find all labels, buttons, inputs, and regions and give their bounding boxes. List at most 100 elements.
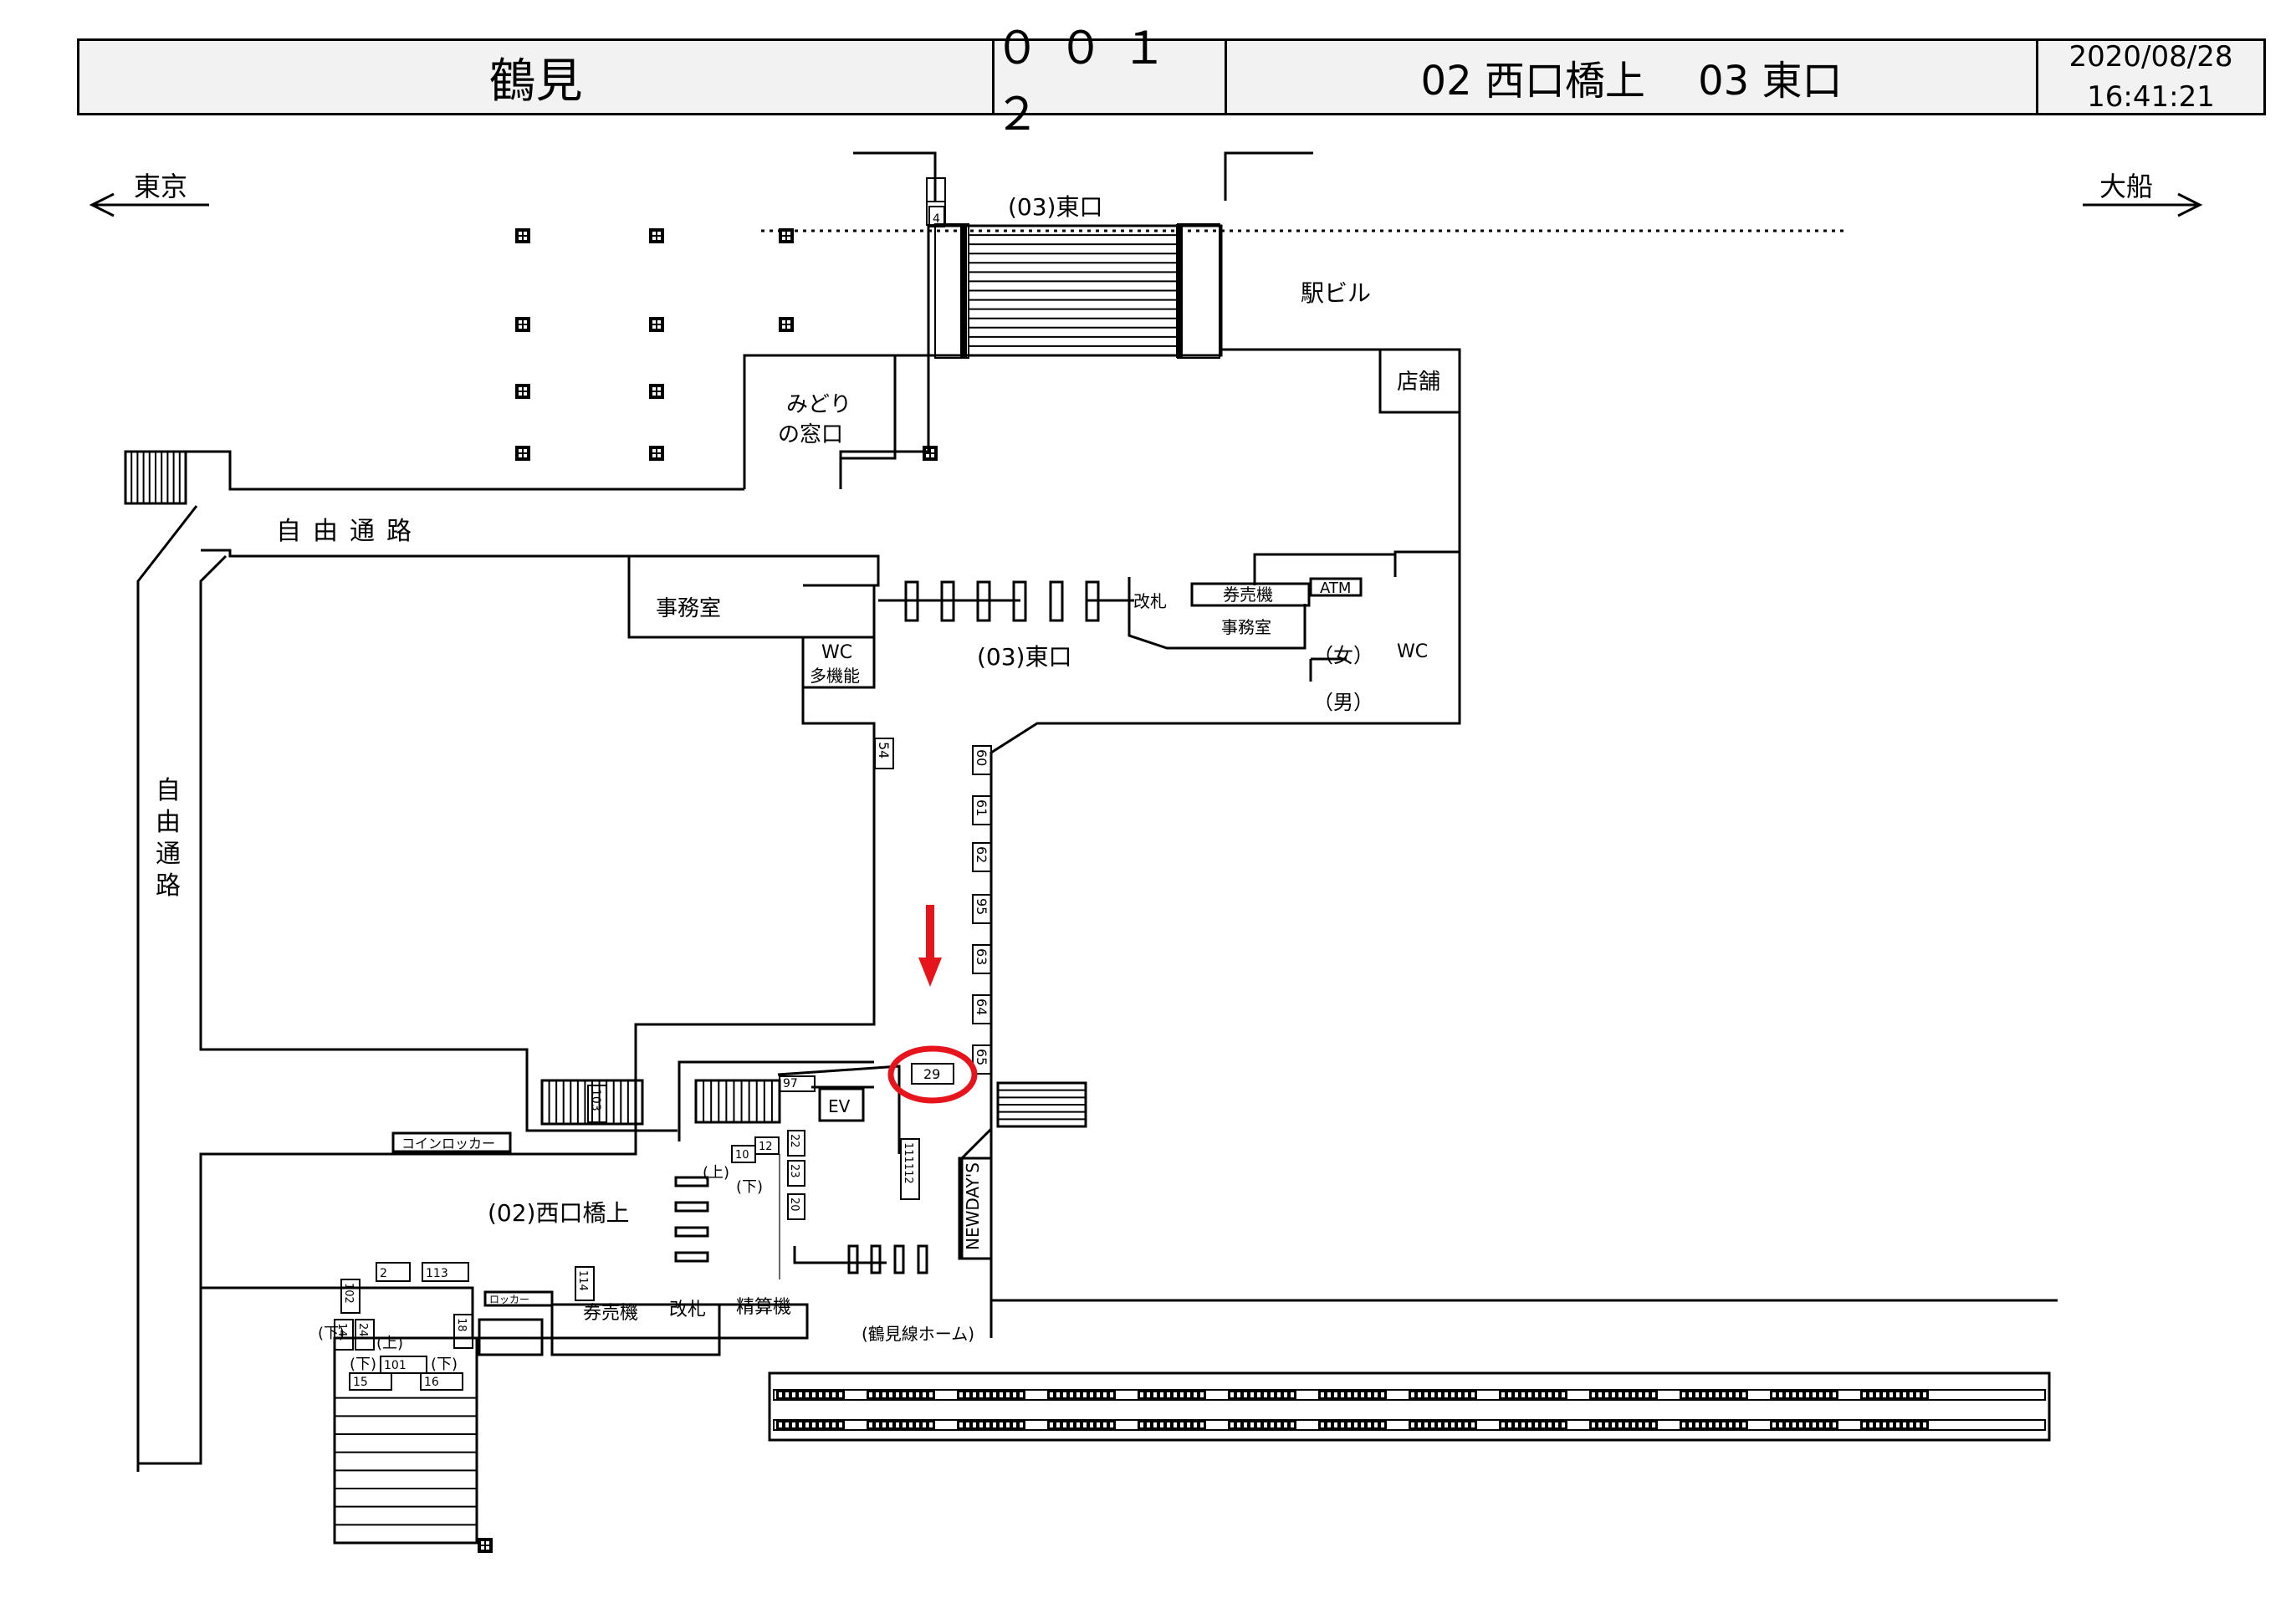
west-tickets-label: 券売機 [583, 1303, 638, 1324]
wc-multi-box [801, 636, 876, 689]
number-label: 10 [735, 1149, 749, 1162]
newdays-label: NEWDAY'S [963, 1162, 983, 1250]
platform-marker [1047, 1420, 1116, 1430]
number-label: 18 [455, 1318, 468, 1332]
number-box: 114 [575, 1266, 595, 1301]
number-box: 14 [334, 1319, 354, 1351]
number-label: 95 [974, 898, 989, 915]
west-gate-label: 改札 [669, 1300, 706, 1320]
east-office-label: 事務室 [1221, 617, 1271, 637]
svg-text:自: 自 [156, 776, 181, 805]
pillar [923, 446, 938, 461]
platform-marker [1409, 1390, 1477, 1400]
pillar [649, 384, 664, 399]
number-label: 23 [788, 1164, 800, 1178]
number-label: 97 [783, 1077, 798, 1090]
pillar [649, 446, 664, 461]
date: 2020/08/28 [2068, 40, 2233, 74]
number-label: 62 [974, 846, 989, 863]
ticket-gate [904, 580, 919, 622]
office-label: 事務室 [656, 596, 721, 621]
ticket-gate [1049, 580, 1064, 622]
svg-text:路: 路 [156, 871, 181, 901]
ticket-gate [847, 1244, 859, 1274]
fare-adjust-label: 精算機 [736, 1297, 791, 1318]
number-label: 16 [424, 1376, 439, 1389]
platform-marker [867, 1390, 935, 1400]
direction-tokyo-label: 東京 [134, 171, 187, 202]
pillar [515, 228, 530, 243]
time: 16:41:21 [2087, 80, 2215, 114]
number-label: 113 [426, 1267, 448, 1280]
number-label: 54 [876, 742, 892, 758]
number-box: 2 [376, 1262, 411, 1282]
west-lower-block: 券売機 改札 精算機 ロッカー (鶴見線ホーム) [138, 1286, 974, 1545]
svg-text:(下): (下) [318, 1325, 345, 1342]
platform-marker [1499, 1420, 1567, 1430]
number-label: 4 [933, 212, 940, 226]
direction-ofuna-label: 大船 [2099, 171, 2153, 202]
free-passage-h-label: 自由通路 [276, 517, 423, 546]
pillar [649, 317, 664, 332]
wc-multi-sublabel: 多機能 [810, 666, 860, 686]
pillar [515, 384, 530, 399]
east-exit-mid-label: (03)東口 [977, 643, 1071, 671]
coin-locker-box [391, 1131, 512, 1153]
number-label: 24 [356, 1323, 369, 1337]
pillars [478, 228, 938, 1553]
platform-marker [1318, 1420, 1387, 1430]
platform-marker [1409, 1420, 1477, 1430]
wc-east-label: WC [1397, 641, 1428, 662]
number-label: 20 [788, 1198, 800, 1212]
platform-marker [1680, 1420, 1748, 1430]
ticket-gate [674, 1226, 709, 1238]
number-box: 10 [731, 1145, 756, 1163]
east-tickets-label: 券売機 [1223, 585, 1273, 605]
ticket-gate [1085, 580, 1100, 622]
number-label: 15 [353, 1376, 368, 1389]
east-exit-top-label: (03)東口 [1008, 193, 1102, 221]
ev-label: EV [828, 1096, 851, 1116]
platform-marker [1860, 1390, 1929, 1400]
station-building-label: 駅ビル [1301, 279, 1371, 307]
number-label: 65 [974, 1049, 989, 1065]
number-box: 54 [874, 738, 894, 769]
shop-label: 店舗 [1397, 370, 1440, 395]
newdays-box [958, 1157, 993, 1260]
west-ticket-gates [674, 1176, 709, 1263]
platform-marker [1138, 1420, 1206, 1430]
number-box: 97 [779, 1075, 816, 1092]
number-label: 114 [576, 1270, 589, 1291]
number-box: 63 [972, 944, 992, 974]
platform-marker [1680, 1390, 1748, 1400]
coin-locker-label: コインロッカー [401, 1136, 495, 1152]
platform-marker [776, 1420, 845, 1430]
number-box: 103 [587, 1085, 607, 1123]
platform-marker [1770, 1420, 1838, 1430]
number-label: 22 [788, 1134, 800, 1148]
platform-marker [1318, 1390, 1387, 1400]
number-label: 61 [974, 799, 989, 816]
tsurumi-line-label: (鶴見線ホーム) [862, 1324, 974, 1344]
svg-text:(上): (上) [376, 1335, 403, 1352]
men-label: （男） [1313, 691, 1373, 714]
number-box: 62 [972, 842, 992, 872]
exit-names: 02 西口橋上 03 東口 [1227, 41, 2038, 113]
svg-text:由: 由 [156, 808, 181, 837]
number-box: 95 [972, 894, 992, 924]
timestamp: 2020/08/28 16:41:21 [2038, 40, 2263, 114]
atm-label: ATM [1320, 580, 1351, 597]
number-box: 20 [787, 1193, 805, 1220]
left-staircase [124, 450, 187, 505]
platform-marker [1770, 1390, 1838, 1400]
header-bar: 鶴見 ００１２ 02 西口橋上 03 東口 2020/08/28 16:41:2… [77, 22, 2266, 140]
platform-marker [776, 1390, 845, 1400]
east-gate-area: 改札 券売機 ATM 事務室 （女） （男） WC [1128, 577, 1428, 714]
midori-label-2: の窓口 [778, 422, 843, 447]
number-box: 61 [972, 795, 992, 825]
ticket-gate [917, 1244, 928, 1274]
number-box: 23 [787, 1160, 805, 1187]
platforms [768, 1371, 2051, 1442]
target-number: 29 [923, 1066, 940, 1082]
number-label: 102 [342, 1283, 355, 1304]
